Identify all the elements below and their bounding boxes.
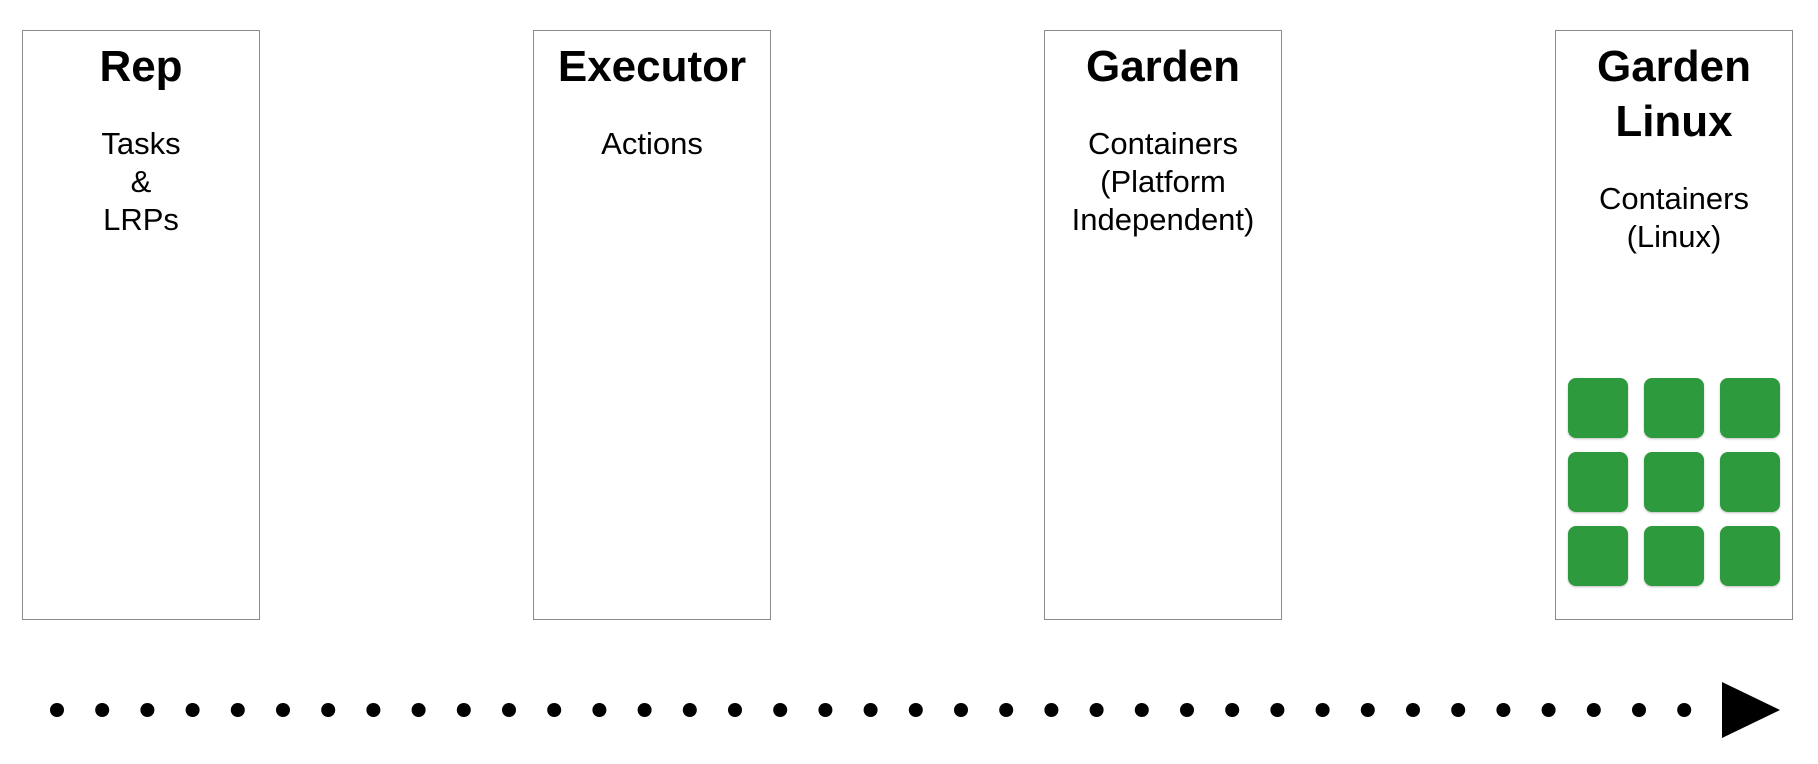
- component-title: Executor: [557, 42, 747, 91]
- component-description: Actions: [601, 126, 703, 161]
- container-icon: [1720, 452, 1780, 512]
- container-icon: [1568, 452, 1628, 512]
- timeline-dot: [908, 703, 923, 717]
- container-grid: [1568, 378, 1780, 586]
- timeline-dot: [637, 703, 652, 717]
- component-executor: Executor Actions: [533, 30, 771, 620]
- timeline-dot: [185, 703, 200, 717]
- component-description: Containers (Platform Independent): [1071, 126, 1255, 237]
- timeline-dot: [95, 703, 110, 717]
- timeline-dot: [728, 703, 742, 717]
- timeline-dot: [773, 703, 788, 717]
- container-icon: [1644, 452, 1704, 512]
- container-icon: [1720, 378, 1780, 438]
- timeline-dot: [230, 703, 245, 717]
- timeline-dot: [1541, 703, 1556, 717]
- container-icon: [1644, 526, 1704, 586]
- timeline-dot: [1225, 703, 1240, 717]
- component-garden-linux: Garden Linux Containers (Linux): [1555, 30, 1793, 620]
- timeline-dot: [547, 703, 562, 717]
- timeline-dot: [276, 703, 290, 717]
- timeline-dot: [1677, 703, 1692, 717]
- container-icon: [1720, 526, 1780, 586]
- timeline-dot: [502, 703, 516, 717]
- timeline-dot: [1451, 703, 1466, 717]
- timeline-dot: [592, 703, 607, 717]
- container-icon: [1568, 378, 1628, 438]
- timeline-dot: [50, 703, 64, 717]
- timeline-dot: [1406, 703, 1420, 717]
- timeline-dot: [1044, 703, 1059, 717]
- timeline-dot: [321, 703, 336, 717]
- timeline-dot: [1134, 703, 1149, 717]
- timeline-dot: [818, 703, 833, 717]
- component-description: Containers (Linux): [1599, 181, 1749, 254]
- timeline-dot: [411, 703, 426, 717]
- timeline-dot: [1360, 703, 1375, 717]
- timeline-dot: [1632, 703, 1646, 717]
- component-title: Garden Linux: [1596, 42, 1752, 146]
- dotted-arrow-icon: [50, 682, 1780, 738]
- container-icon: [1568, 526, 1628, 586]
- arrowhead-icon: [1722, 682, 1780, 738]
- timeline-dot: [954, 703, 968, 717]
- component-title: Garden: [1085, 42, 1241, 91]
- timeline-dot: [1270, 703, 1285, 717]
- timeline-dot: [999, 703, 1014, 717]
- timeline-dot: [366, 703, 381, 717]
- timeline-dot: [1586, 703, 1601, 717]
- container-icon: [1644, 378, 1704, 438]
- timeline-dot: [140, 703, 155, 717]
- component-garden: Garden Containers (Platform Independent): [1044, 30, 1282, 620]
- timeline-dot: [1180, 703, 1194, 717]
- timeline-dot: [1089, 703, 1104, 717]
- timeline-dot: [456, 703, 471, 717]
- timeline-dot: [682, 703, 697, 717]
- component-description: Tasks & LRPs: [101, 126, 181, 237]
- timeline-dot: [1496, 703, 1511, 717]
- component-title: Rep: [99, 42, 183, 91]
- component-rep: Rep Tasks & LRPs: [22, 30, 260, 620]
- timeline-dot: [863, 703, 878, 717]
- timeline-dot: [1315, 703, 1330, 717]
